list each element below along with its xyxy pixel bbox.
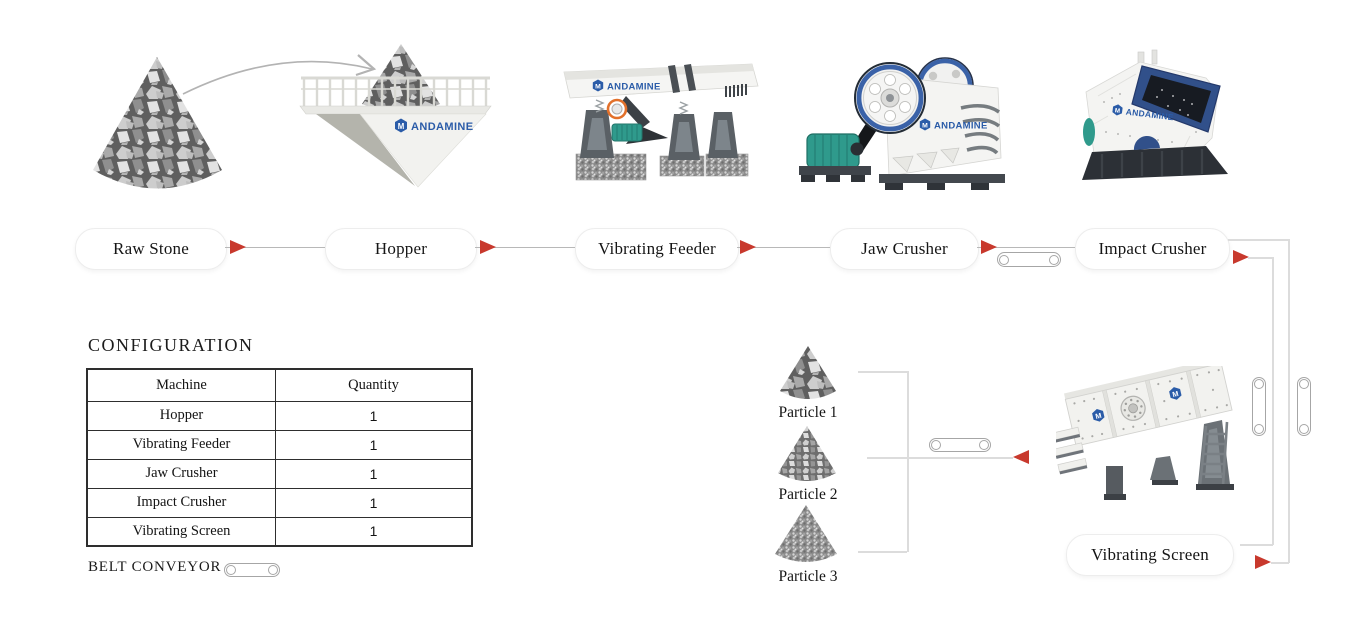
quantity-cell: 1 (275, 487, 473, 518)
hopper-railing (301, 76, 490, 107)
andamine-logo: ANDAMINE (919, 118, 988, 132)
table-row: Hopper 1 (86, 400, 473, 431)
particle-3-image (775, 505, 837, 562)
flow-line (977, 247, 1075, 248)
belt-conveyor-legend-label: BELT CONVEYOR : (88, 559, 231, 575)
raw-stone-image (93, 57, 222, 189)
screen-output-arrow-icon (1013, 450, 1029, 464)
particle-1-image (780, 346, 836, 399)
machine-cell: Impact Crusher (86, 487, 276, 518)
andamine-logo: ANDAMINE (395, 118, 473, 133)
quantity-cell: 1 (275, 458, 473, 489)
stage-pill-impact-crusher: Impact Crusher (1075, 228, 1230, 270)
flow-arrow-icon (480, 240, 496, 254)
circuit-line (1272, 257, 1274, 545)
front-flywheel (854, 62, 926, 134)
belt-conveyor-icon (997, 252, 1061, 267)
stage-pill-vibrating-screen: Vibrating Screen (1066, 534, 1234, 576)
table-row: Jaw Crusher 1 (86, 458, 473, 489)
svg-text:ANDAMINE: ANDAMINE (607, 82, 661, 93)
stage-pill-jaw-crusher: Jaw Crusher (830, 228, 979, 270)
machine-cell: Jaw Crusher (86, 458, 276, 489)
configuration-title: CONFIGURATION (88, 335, 254, 355)
quantity-cell: 1 (275, 516, 473, 547)
stage-label: Raw Stone (113, 239, 189, 258)
machine-cell: Vibrating Feeder (86, 429, 276, 460)
particle-label: Particle 2 (778, 486, 838, 503)
belt-conveyor-icon (1252, 377, 1266, 436)
belt-conveyor-icon (929, 438, 991, 452)
hopper-image: ANDAMINE (299, 44, 492, 188)
table-row: Vibrating Screen 1 (86, 516, 473, 547)
quantity-cell: 1 (275, 429, 473, 460)
belt-conveyor-icon (224, 563, 280, 577)
stage-label: Vibrating Screen (1091, 545, 1209, 564)
stage-pill-hopper: Hopper (325, 228, 477, 270)
andamine-logo: ANDAMINE (592, 79, 661, 93)
circuit-line (1288, 239, 1290, 563)
svg-text:ANDAMINE: ANDAMINE (411, 121, 473, 133)
circuit-arrow-icon (1233, 250, 1249, 264)
stage-pill-vibrating-feeder: Vibrating Feeder (575, 228, 739, 270)
column-header-machine: Machine (86, 368, 276, 402)
bracket-line (907, 371, 909, 552)
circuit-arrow-icon (1255, 555, 1271, 569)
belt-conveyor-icon (1297, 377, 1311, 436)
particle-2-image (778, 426, 836, 481)
circuit-line (1240, 544, 1273, 546)
vibrating-feeder-image: ANDAMINE (563, 63, 759, 181)
circuit-line (1271, 562, 1289, 564)
circuit-line (1248, 257, 1274, 259)
machine-cell: Hopper (86, 400, 276, 431)
screen-output-line (867, 457, 1013, 459)
flow-arrow-icon (230, 240, 246, 254)
flow-arrow-icon (740, 240, 756, 254)
discharge-slats (960, 103, 1001, 155)
stage-pill-raw-stone: Raw Stone (75, 228, 227, 270)
table-row: Vibrating Feeder 1 (86, 429, 473, 460)
bracket-line (858, 551, 907, 553)
particle-label: Particle 1 (778, 404, 838, 421)
impact-crusher-image: ANDAMINE (1082, 49, 1228, 180)
quantity-cell: 1 (275, 400, 473, 431)
flow-line (225, 247, 325, 248)
flow-arrow-icon (981, 240, 997, 254)
svg-text:ANDAMINE: ANDAMINE (934, 121, 988, 132)
ladder (1198, 421, 1229, 487)
stage-label: Vibrating Feeder (598, 239, 716, 258)
table-row: Impact Crusher 1 (86, 487, 473, 518)
vibrating-screen-image (1056, 366, 1234, 500)
flow-line (737, 247, 830, 248)
stage-label: Hopper (374, 239, 428, 258)
bracket-line (858, 371, 907, 373)
column-header-quantity: Quantity (275, 368, 473, 402)
machine-cell: Vibrating Screen (86, 516, 276, 547)
table-header-row: Machine Quantity (86, 368, 473, 402)
curved-arrow-icon (182, 54, 377, 95)
jaw-crusher-image: ANDAMINE (799, 57, 1005, 190)
particle-label: Particle 3 (778, 568, 838, 585)
circuit-line (1228, 239, 1289, 241)
stage-label: Jaw Crusher (861, 239, 948, 258)
stage-label: Impact Crusher (1098, 239, 1207, 258)
flow-line (475, 247, 575, 248)
configuration-table: Machine Quantity Hopper 1 Vibrating Feed… (86, 368, 473, 547)
